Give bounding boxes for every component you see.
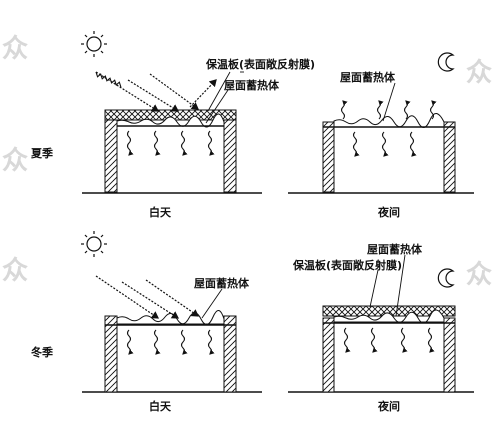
sunray-arrow-icon bbox=[95, 275, 199, 319]
wall-left bbox=[322, 121, 335, 193]
wall-left bbox=[104, 315, 118, 393]
wall-left bbox=[322, 317, 335, 393]
moon-icon bbox=[437, 52, 455, 72]
callout-thermal-mass: 屋面蓄热体 bbox=[340, 71, 395, 84]
watermark-text: 众 bbox=[466, 260, 492, 290]
ground-lines bbox=[82, 192, 474, 393]
heat-wave-arrow-icon bbox=[126, 329, 215, 355]
callout-thermal-mass: 屋面蓄热体 bbox=[224, 79, 279, 92]
watermark-text: 众 bbox=[2, 256, 29, 286]
time-label-night: 夜间 bbox=[378, 400, 400, 413]
watermark-text: 众 bbox=[466, 58, 492, 88]
callout-insulation-board: 保温板(表面敞反射膜) bbox=[293, 259, 403, 272]
sun-icon bbox=[81, 31, 107, 57]
leader-thermal-mass bbox=[201, 288, 223, 319]
panel-summer-night bbox=[322, 52, 456, 193]
roof-thermal-mass bbox=[333, 309, 445, 324]
callout-insulation-board: 保温板(表面敞反射膜) bbox=[206, 58, 316, 71]
time-label-day: 白天 bbox=[149, 400, 171, 413]
leader-thermal-mass bbox=[205, 89, 229, 124]
watermark-text: 众 bbox=[2, 34, 29, 64]
wall-right bbox=[223, 315, 237, 393]
sun-icon bbox=[81, 231, 107, 257]
leader-insulation bbox=[369, 269, 379, 308]
leader-thermal-mass bbox=[395, 254, 406, 317]
heat-wave-arrow-icon bbox=[343, 327, 435, 353]
wall-right bbox=[443, 121, 456, 193]
sunray-arrow-icon bbox=[95, 71, 217, 112]
time-label-day: 白天 bbox=[149, 206, 171, 219]
moon-icon bbox=[437, 268, 455, 288]
heat-wave-arrow-icon bbox=[126, 130, 215, 156]
panel-summer-day bbox=[81, 31, 244, 193]
panel-winter-day bbox=[81, 231, 237, 393]
heat-wave-arrow-icon bbox=[340, 100, 437, 157]
roof-thermal-mass bbox=[116, 113, 225, 128]
panel-winter-night bbox=[322, 254, 456, 393]
callout-thermal-mass: 屋面蓄热体 bbox=[194, 277, 249, 290]
roof-thermal-mass bbox=[333, 113, 445, 128]
season-label-summer: 夏季 bbox=[31, 147, 53, 160]
season-label-winter: 冬季 bbox=[31, 346, 53, 359]
wall-right bbox=[443, 317, 456, 393]
time-label-night: 夜间 bbox=[378, 206, 400, 219]
leader-thermal-mass bbox=[382, 82, 396, 122]
wall-left bbox=[104, 111, 118, 193]
watermark-text: 众 bbox=[2, 146, 29, 176]
leader-insulation bbox=[207, 71, 231, 112]
wall-right bbox=[223, 111, 237, 193]
callout-thermal-mass: 屋面蓄热体 bbox=[367, 243, 422, 256]
